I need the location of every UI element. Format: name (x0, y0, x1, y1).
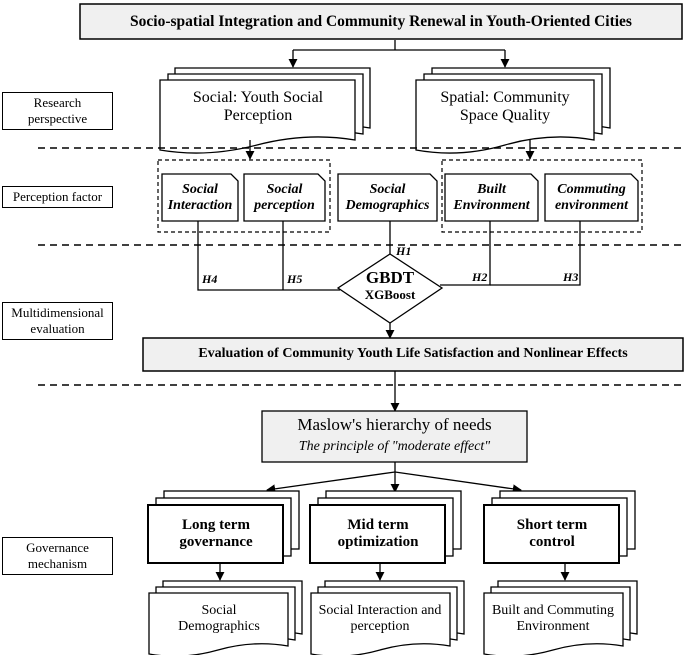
commuting-environment-box (544, 173, 639, 222)
built-environment-box (444, 173, 539, 222)
maslow-connectors (266, 462, 522, 494)
mid-term-optimization-label: Mid term optimization (337, 516, 419, 550)
spatial-factor-group (441, 159, 643, 233)
spatial-perspective-shape (415, 67, 611, 154)
social-demographics-box (337, 173, 438, 222)
hypothesis-h4: H4 (202, 272, 218, 286)
social-perspective-shape (159, 67, 371, 154)
title-box (79, 3, 683, 40)
maslow-title: Maslow's hierarchy of needs (297, 415, 492, 435)
evaluation-label: Evaluation of Community Youth Life Satis… (198, 346, 628, 362)
evaluation-box (142, 337, 684, 372)
spatial-perspective-label: Spatial: Community Space Quality (440, 88, 570, 124)
long-term-governance-label: Long term governance (179, 516, 253, 550)
title-connectors (288, 40, 510, 68)
social-perspective-label: Social: Youth Social Perception (192, 88, 324, 124)
model-label-gbdt: GBDT (365, 268, 415, 288)
built-environment-label: Built Environment (453, 181, 530, 213)
hypothesis-h1: H1 (396, 244, 412, 258)
maslow-subtitle: The principle of "moderate effect" (298, 438, 491, 454)
social-interaction-box (161, 173, 239, 222)
social-perception-box (243, 173, 326, 222)
mid-term-outcome-label: Social Interaction and perception (318, 602, 442, 634)
hypothesis-h5: H5 (287, 272, 303, 286)
maslow-box (261, 410, 528, 463)
long-term-outcome-label: Social Demographics (178, 602, 260, 634)
long-term-outcome-shape (148, 580, 303, 655)
short-term-outcome-shape (483, 580, 638, 655)
social-perception-label: Social perception (254, 181, 315, 213)
short-term-control-label: Short term control (516, 516, 588, 550)
side-label-perception: Perception factor (2, 186, 113, 208)
social-demographics-label: Social Demographics (345, 181, 430, 213)
short-term-stack (483, 490, 636, 564)
governance-arrows (215, 563, 570, 581)
diagram-title: Socio-spatial Integration and Community … (130, 12, 632, 30)
social-interaction-label: Social Interaction (167, 181, 233, 213)
side-label-research: Research perspective (2, 92, 113, 130)
mid-term-stack (309, 490, 462, 564)
hypothesis-h3: H3 (563, 270, 579, 284)
mid-term-outcome-shape (310, 580, 465, 655)
model-label-xgboost: XGBoost (364, 286, 416, 302)
commuting-environment-label: Commuting environment (554, 181, 629, 213)
social-factor-group (157, 159, 331, 233)
factor-connectors (197, 221, 581, 291)
side-label-evaluation: Multidimensional evaluation (2, 302, 113, 340)
side-label-governance: Governance mechanism (2, 537, 113, 575)
long-term-stack (147, 490, 300, 564)
perspective-arrows (245, 140, 535, 160)
hypothesis-h2: H2 (472, 270, 488, 284)
short-term-outcome-label: Built and Commuting Environment (491, 602, 615, 634)
